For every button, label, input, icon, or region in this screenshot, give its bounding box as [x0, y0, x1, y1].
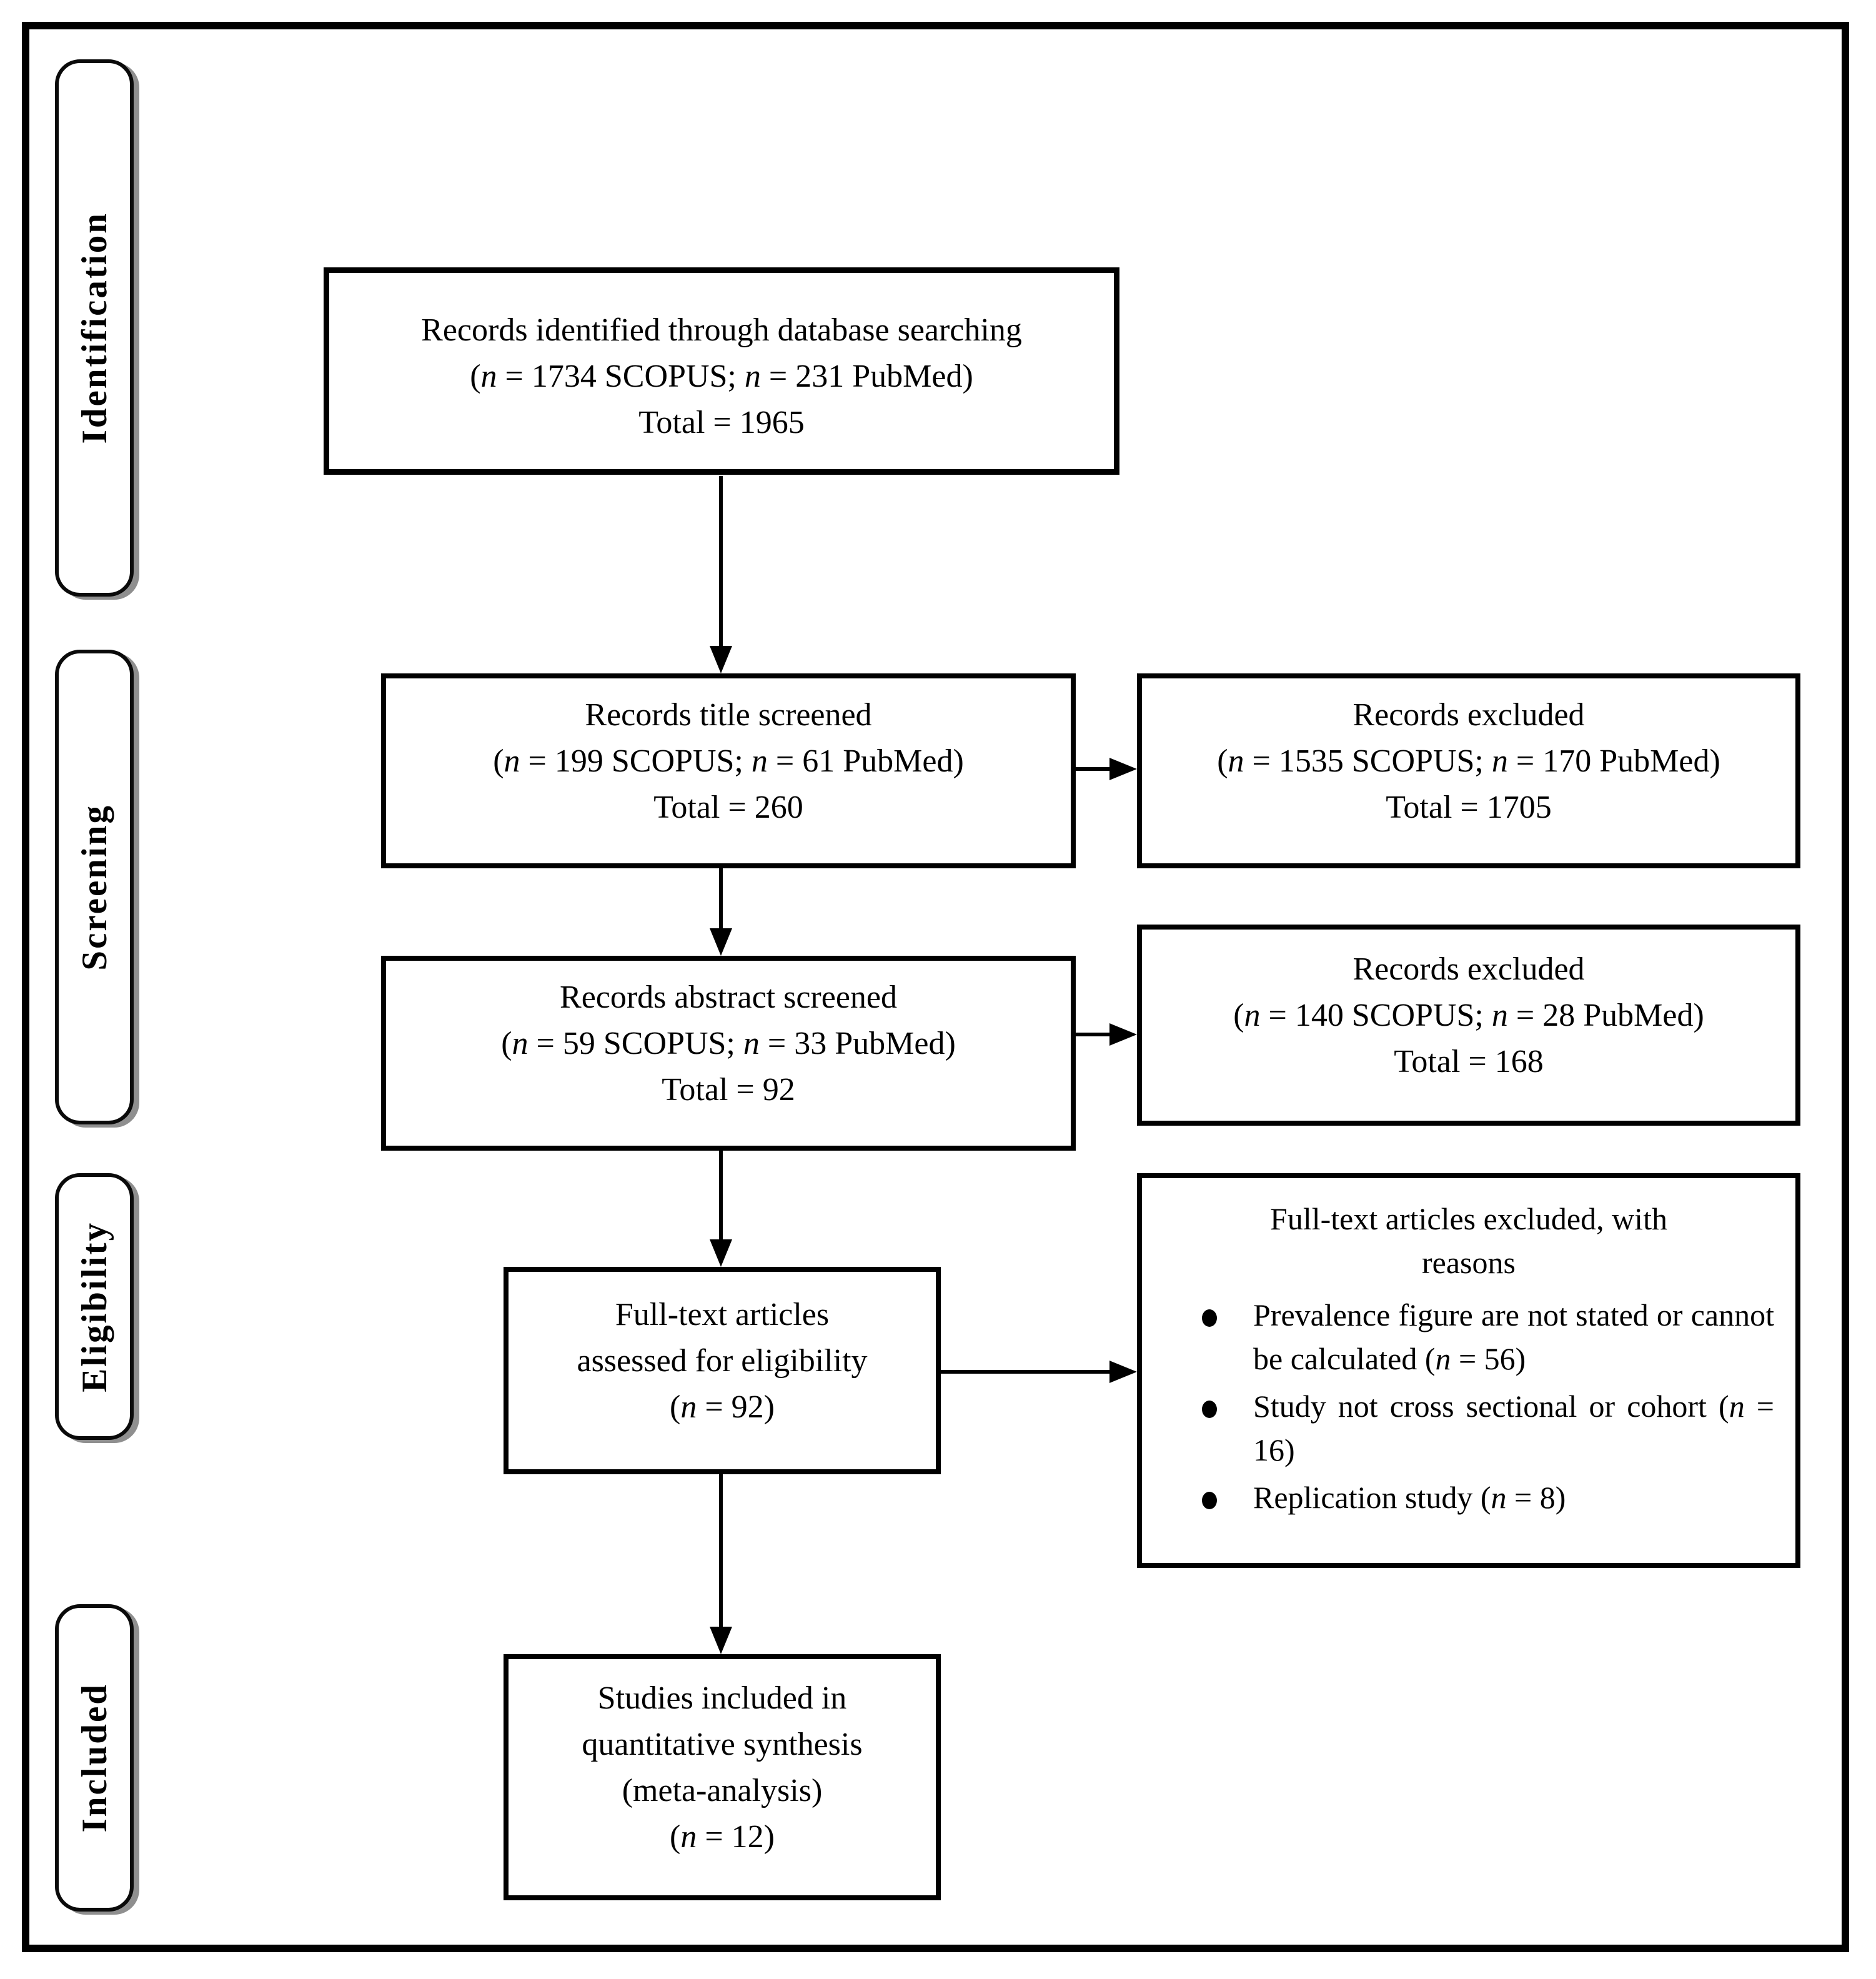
text-line: Records abstract screened [560, 980, 897, 1016]
text-line: Records identified through database sear… [421, 312, 1022, 348]
text-line: (n = 1535 SCOPUS; n = 170 PubMed) [1217, 743, 1720, 780]
fulltext-excluded-title: Full-text articles excluded, with reasons [1161, 1197, 1777, 1284]
text-line: Records excluded [1352, 697, 1585, 733]
text-line: Records title screened [585, 697, 872, 733]
arrow-title-to-abstract-screened [710, 868, 732, 956]
box-records-identified: Records identified through database sear… [324, 267, 1119, 475]
arrow-fulltext-to-included [710, 1474, 732, 1654]
exclusion-reason-list: Prevalence figure are not stated or cann… [1161, 1293, 1777, 1519]
text-line: quantitative synthesis [582, 1727, 863, 1763]
text-line: (n = 12) [670, 1818, 775, 1855]
box-included-synthesis: Studies included in quantitative synthesi… [504, 1654, 941, 1900]
stage-screening: Screening [55, 650, 134, 1124]
text-line: (n = 92) [670, 1389, 775, 1425]
text-line: (n = 140 SCOPUS; n = 28 PubMed) [1233, 998, 1704, 1034]
arrow-fulltext-to-excluded [941, 1361, 1137, 1383]
box-abstract-excluded: Records excluded (n = 140 SCOPUS; n = 28 … [1137, 925, 1800, 1126]
box-fulltext-excluded: Full-text articles excluded, with reasons… [1137, 1173, 1800, 1568]
arrow-title-screened-to-excluded [1076, 758, 1137, 780]
box-title-excluded: Records excluded (n = 1535 SCOPUS; n = 17… [1137, 673, 1800, 868]
stage-eligibility: Eligibility [55, 1173, 134, 1440]
stage-identification-label: Identification [74, 212, 114, 444]
text-line: Records excluded [1352, 951, 1585, 988]
box-fulltext-assessed: Full-text articles assessed for eligibili… [504, 1267, 941, 1474]
text-line: assessed for eligibility [577, 1343, 868, 1379]
text-line: Total = 92 [662, 1071, 795, 1108]
text-line: reasons [1422, 1245, 1516, 1280]
text-line: Total = 168 [1394, 1043, 1544, 1079]
box-title-screened: Records title screened (n = 199 SCOPUS; n… [381, 673, 1076, 868]
text-line: Studies included in [597, 1680, 847, 1717]
box-abstract-screened: Records abstract screened (n = 59 SCOPUS;… [381, 956, 1076, 1151]
stage-screening-label: Screening [74, 803, 114, 971]
exclusion-reason-item: Replication study (n = 8) [1202, 1476, 1774, 1519]
stage-included-label: Included [74, 1683, 114, 1833]
exclusion-reason-item: Prevalence figure are not stated or cann… [1202, 1293, 1774, 1381]
arrow-abstract-screened-to-excluded [1076, 1023, 1137, 1046]
text-line: (n = 59 SCOPUS; n = 33 PubMed) [501, 1026, 956, 1062]
text-line: Total = 1965 [638, 404, 805, 440]
stage-included: Included [55, 1604, 134, 1912]
stage-identification: Identification [55, 59, 134, 597]
text-line: Full-text articles excluded, with [1270, 1201, 1667, 1236]
text-line: (n = 1734 SCOPUS; n = 231 PubMed) [470, 358, 973, 394]
text-line: (n = 199 SCOPUS; n = 61 PubMed) [493, 743, 964, 780]
text-line: Total = 1705 [1386, 789, 1552, 825]
stage-eligibility-label: Eligibility [74, 1221, 114, 1392]
exclusion-reason-item: Study not cross sectional or cohort (n =… [1202, 1384, 1774, 1472]
arrow-identified-to-title-screened [710, 476, 732, 673]
arrow-abstract-to-fulltext [710, 1151, 732, 1267]
text-line: (meta-analysis) [622, 1773, 823, 1808]
text-line: Total = 260 [653, 789, 803, 825]
text-line: Full-text articles [615, 1297, 830, 1333]
